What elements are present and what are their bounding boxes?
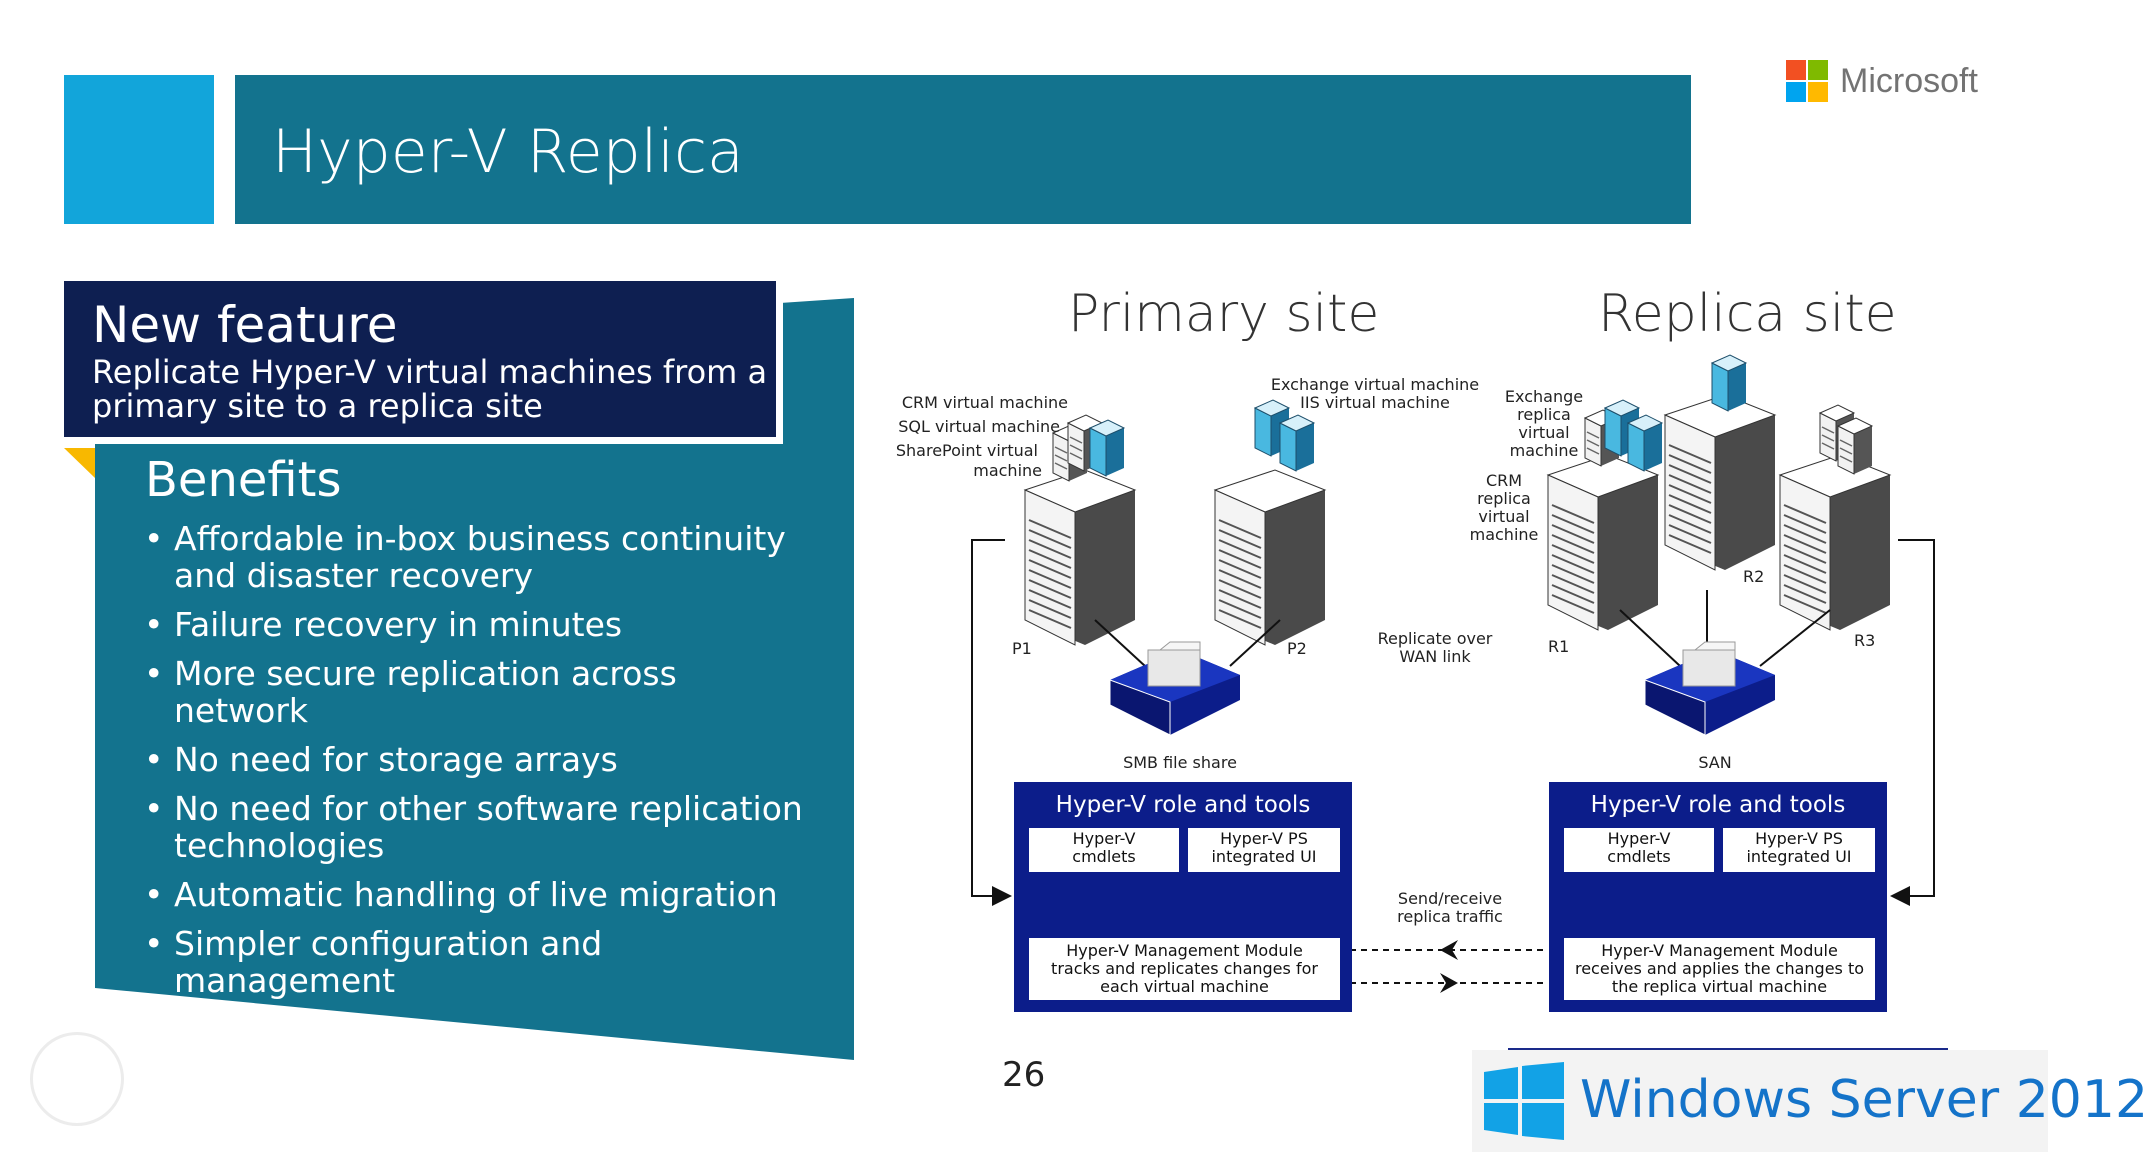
- microsoft-wordmark: Microsoft: [1840, 62, 1978, 100]
- primary-cmdlets-box: Hyper-V cmdlets: [1029, 828, 1179, 872]
- benefits-list: Affordable in-box business continuity an…: [140, 520, 810, 1011]
- replica-tools-title: Hyper-V role and tools: [1590, 792, 1846, 818]
- storage-label-san: SAN: [1698, 753, 1732, 772]
- benefit-item: No need for storage arrays: [140, 741, 810, 778]
- replica-traffic-label: Send/receive replica traffic: [1397, 889, 1503, 926]
- primary-management-module-box: Hyper-V Management Module tracks and rep…: [1029, 938, 1340, 1000]
- primary-tools-title: Hyper-V role and tools: [1055, 792, 1311, 818]
- primary-tools-box: Hyper-V role and tools Hyper-V cmdlets H…: [1014, 782, 1352, 1012]
- benefit-item: Affordable in-box business continuity an…: [140, 520, 810, 594]
- replica-cmdlets-box: Hyper-V cmdlets: [1564, 828, 1714, 872]
- benefit-item: No need for other software replication t…: [140, 790, 810, 864]
- server-p1: [1024, 469, 1136, 646]
- smb-file-share-icon: [1109, 641, 1241, 736]
- vm-label-sql: SQL virtual machine: [898, 417, 1060, 436]
- vm-label-sharepoint-2: machine: [973, 461, 1042, 480]
- replica-tools-box: Hyper-V role and tools Hyper-V cmdlets H…: [1549, 782, 1887, 1012]
- server-p2: [1214, 469, 1326, 646]
- windows-watermark-icon: [30, 1032, 124, 1126]
- windows-server-wordmark: Windows Server 2012: [1580, 1070, 2148, 1130]
- benefit-item: Automatic handling of live migration: [140, 876, 810, 913]
- server-r2: [1664, 394, 1776, 571]
- replica-management-module-box: Hyper-V Management Module receives and a…: [1564, 938, 1875, 1000]
- server-r1: [1547, 454, 1659, 631]
- windows-server-logo: Windows Server 2012: [1472, 1050, 2148, 1152]
- new-feature-box: [64, 281, 783, 444]
- server-label-r2: R2: [1743, 567, 1765, 586]
- page-number: 26: [1002, 1055, 1046, 1095]
- title-accent-square: [64, 75, 214, 224]
- feature-description: Replicate Hyper-V virtual machines from …: [92, 353, 768, 425]
- replica-ui-box: Hyper-V PS integrated UI: [1723, 828, 1875, 872]
- vm-label-iis: IIS virtual machine: [1300, 393, 1450, 412]
- title-band: [235, 75, 1691, 224]
- server-label-p1: P1: [1012, 639, 1032, 658]
- vm-label-crm-replica: CRM replica virtual machine: [1469, 471, 1539, 544]
- windows-flag-icon: [1484, 1062, 1564, 1140]
- primary-ui-box: Hyper-V PS integrated UI: [1188, 828, 1340, 872]
- server-label-p2: P2: [1287, 639, 1307, 658]
- vm-label-crm: CRM virtual machine: [901, 393, 1068, 412]
- san-storage-icon: [1644, 641, 1776, 736]
- replica-site-title: Replica site: [1598, 284, 1897, 344]
- storage-label-smb: SMB file share: [1123, 753, 1237, 772]
- slide-title: Hyper-V Replica: [272, 117, 744, 187]
- vm-label-exchange: Exchange virtual machine: [1270, 375, 1480, 394]
- feature-heading: New feature: [92, 296, 398, 354]
- benefit-item: More secure replication across network: [140, 655, 810, 729]
- wan-link-label: Replicate over WAN link: [1377, 629, 1493, 666]
- benefits-heading: Benefits: [145, 452, 342, 508]
- benefit-item: Failure recovery in minutes: [140, 606, 810, 643]
- server-r3: [1779, 454, 1891, 631]
- server-label-r3: R3: [1854, 631, 1876, 650]
- vm-label-sharepoint: SharePoint virtual: [895, 441, 1038, 460]
- benefit-item: Simpler configuration and management: [140, 925, 810, 999]
- microsoft-logo: Microsoft: [1786, 60, 1996, 104]
- primary-site-title: Primary site: [1068, 284, 1380, 344]
- vm-label-exchange-replica: Exchange replica virtual machine: [1504, 387, 1584, 460]
- server-label-r1: R1: [1548, 637, 1570, 656]
- logo-divider: [1508, 1048, 1948, 1050]
- microsoft-squares-icon: [1786, 60, 1828, 102]
